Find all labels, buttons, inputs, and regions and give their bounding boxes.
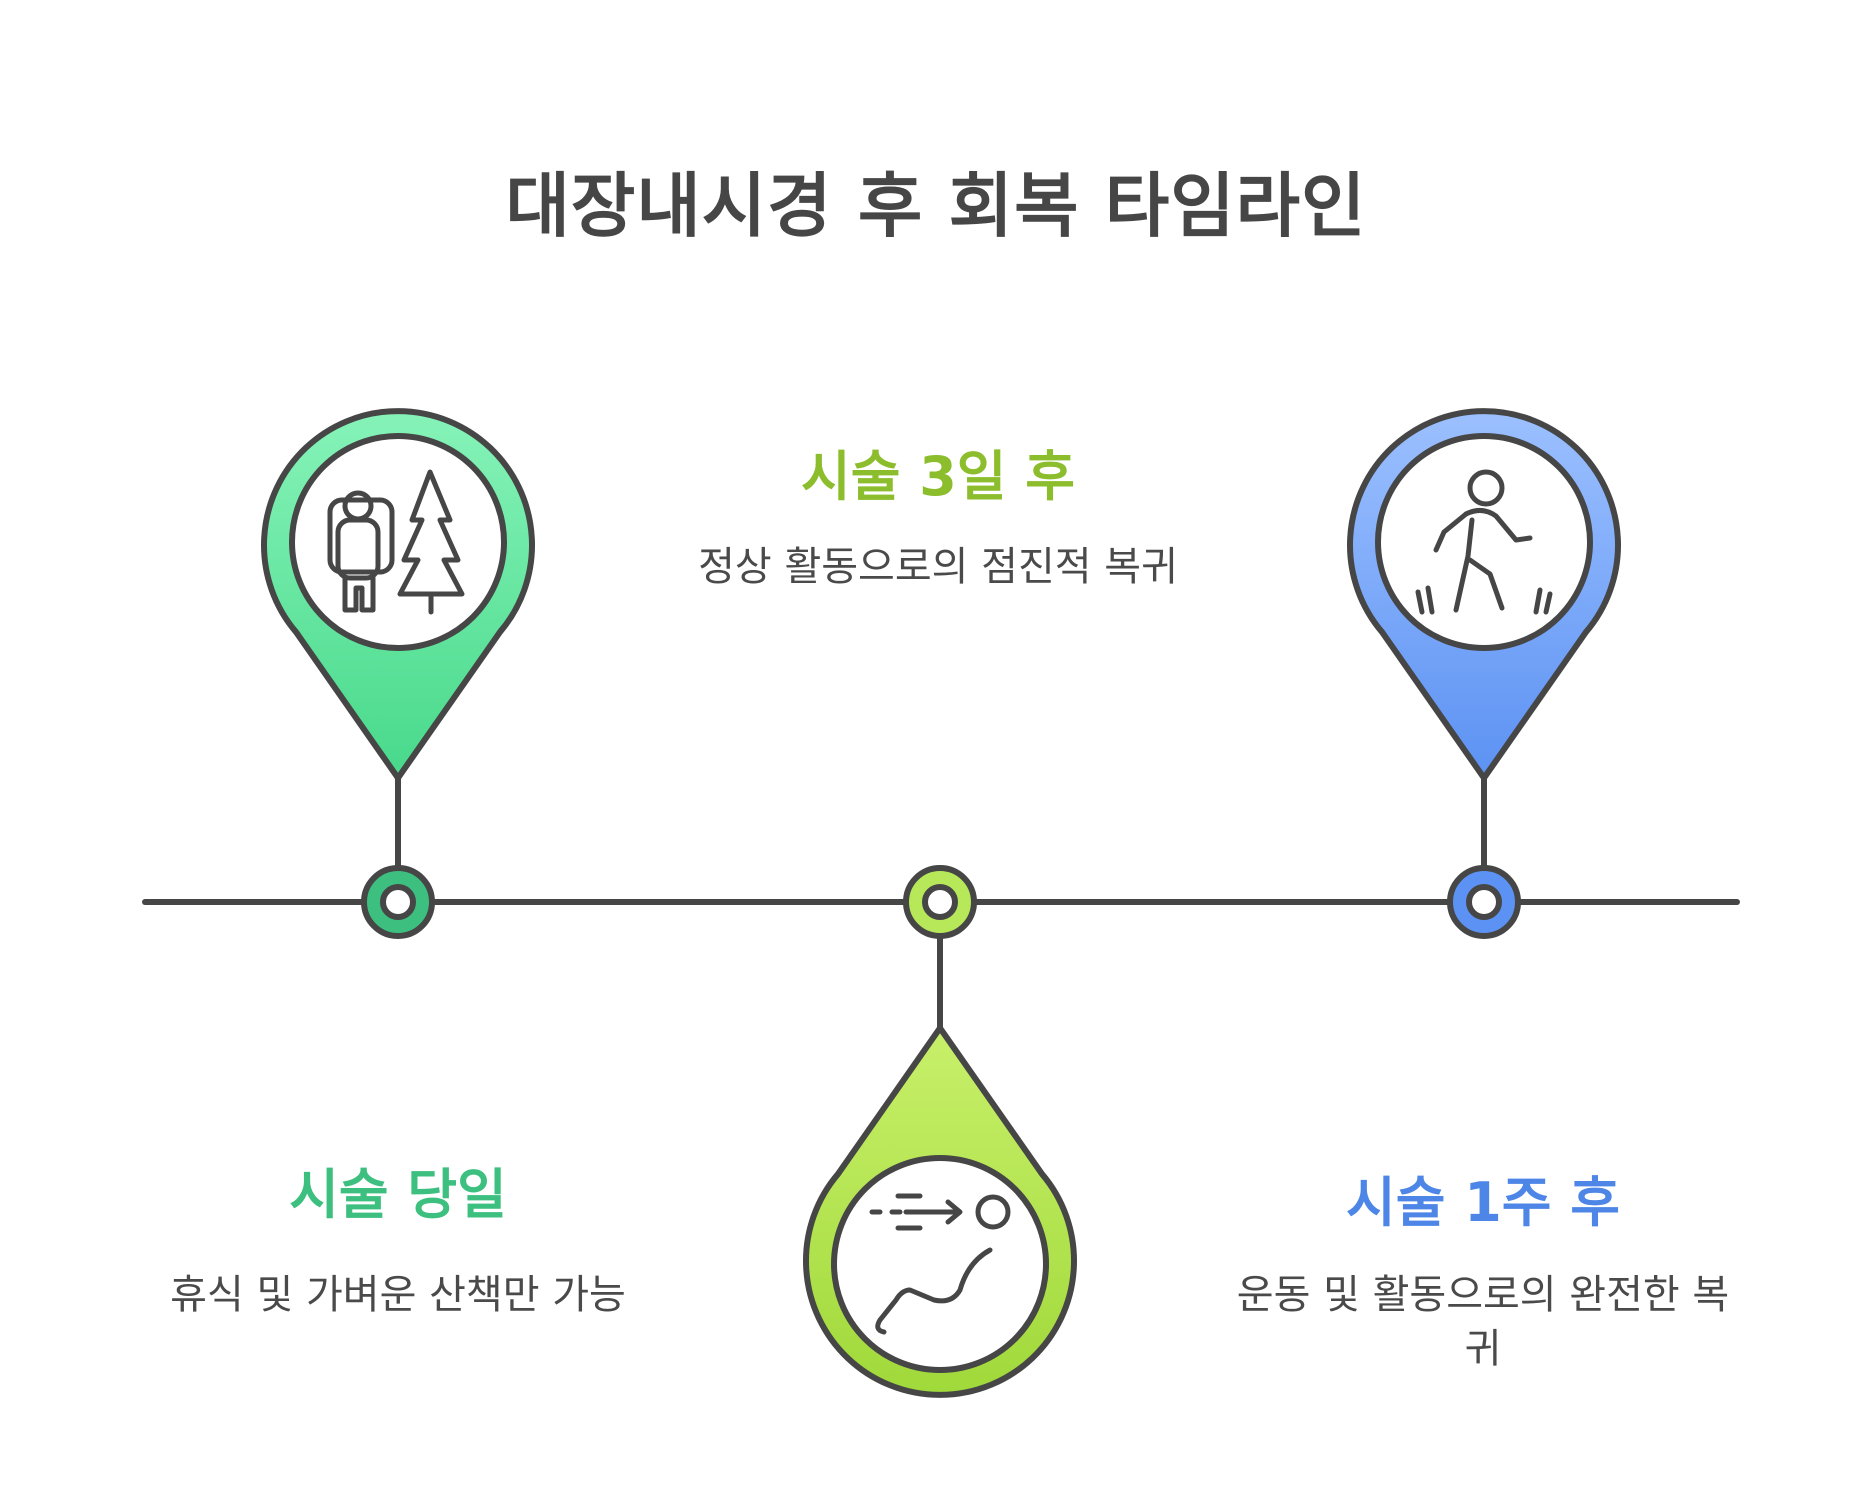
timeline-node-2-center [922, 884, 958, 920]
step-1-description: 휴식 및 가벼운 산책만 가능 [170, 1272, 626, 1318]
walking-person-icon [1415, 469, 1553, 615]
pin-1-icon-circle [289, 433, 507, 651]
step-3-title: 시술 1주 후 [1346, 1171, 1620, 1234]
pin-3-icon-circle [1375, 433, 1593, 651]
page-title: 대장내시경 후 회복 타임라인 [505, 165, 1367, 247]
step-3-description: 운동 및 활동으로의 완전한 복귀 [1236, 1272, 1730, 1372]
step-2-description: 정상 활동으로의 점진적 복귀 [698, 544, 1178, 590]
pin-2-icon-circle [831, 1155, 1049, 1373]
step-2-title: 시술 3일 후 [801, 445, 1075, 508]
reclining-person-icon [869, 1193, 1011, 1335]
person-with-backpack-and-tree-icon [327, 469, 465, 615]
timeline-node-3-center [1466, 884, 1502, 920]
timeline-node-1-center [380, 884, 416, 920]
step-1-title: 시술 당일 [289, 1163, 507, 1226]
